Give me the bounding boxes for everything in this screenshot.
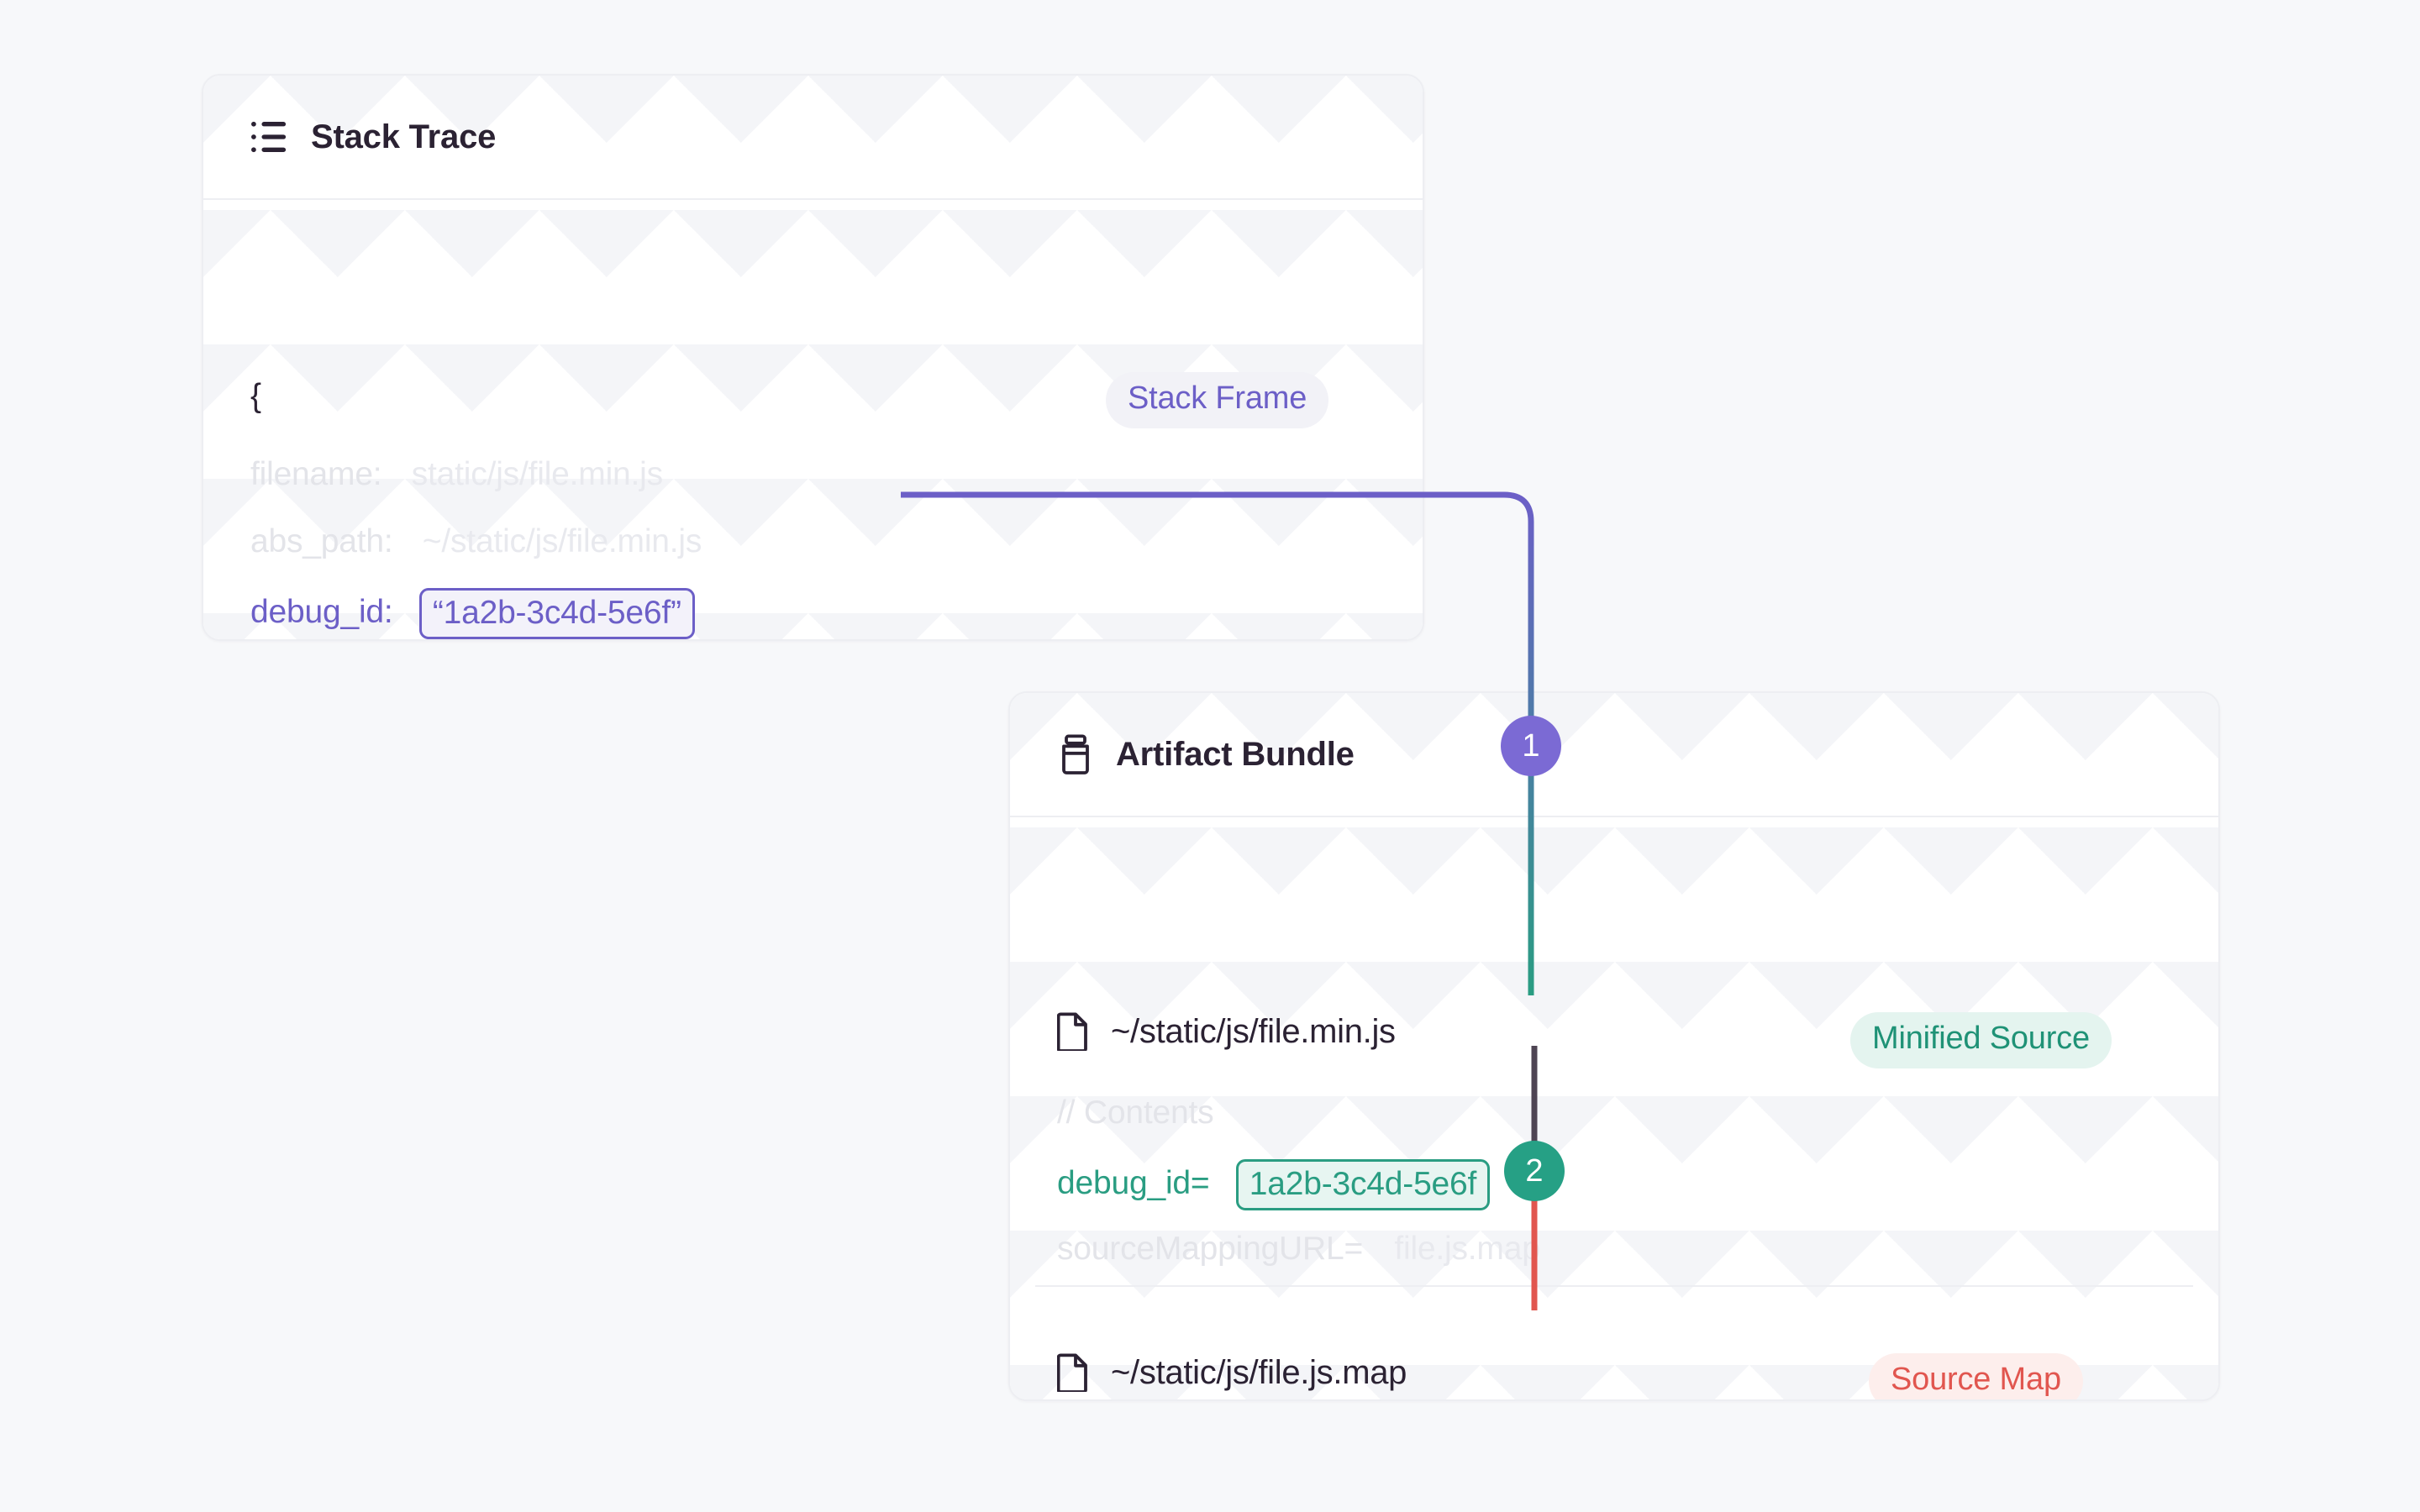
min-js-sourcemappingurl-key: sourceMappingURL= [1057, 1231, 1364, 1267]
stack-field-abs-path-value: ~/static/js/file.min.js [422, 523, 702, 559]
artifact-bundle-header: Artifact Bundle [1010, 693, 2218, 817]
file-icon [1057, 1012, 1089, 1051]
source-map-tag: Source Map [1869, 1353, 2083, 1399]
file-row-js-map[interactable]: ~/static/js/file.js.map [1057, 1353, 1407, 1392]
stack-trace-header: Stack Trace [203, 76, 1423, 200]
stack-field-abs-path-key: abs_path: [250, 523, 393, 559]
file-icon [1057, 1353, 1089, 1392]
stack-field-abs-path: abs_path: ~/static/js/file.min.js [250, 523, 702, 560]
stack-field-debug-id: debug_id: “1a2b-3c4d-5e6f” [250, 588, 695, 639]
connector-badge-2[interactable]: 2 [1504, 1141, 1565, 1201]
min-js-debug-id-key: debug_id= [1057, 1164, 1210, 1201]
file-name-js-map: ~/static/js/file.js.map [1111, 1353, 1407, 1391]
file-name-min-js: ~/static/js/file.min.js [1111, 1012, 1396, 1050]
min-js-contents-comment: // Contents [1057, 1095, 1214, 1131]
file-row-min-js[interactable]: ~/static/js/file.min.js [1057, 1012, 1396, 1051]
stack-trace-title: Stack Trace [311, 118, 497, 155]
stack-field-filename: filename: static/js/file.min.js [250, 456, 663, 493]
connector-badge-1[interactable]: 1 [1501, 716, 1561, 776]
stack-field-filename-key: filename: [250, 456, 382, 492]
min-js-debug-id-value-chip[interactable]: 1a2b-3c4d-5e6f [1235, 1159, 1491, 1210]
min-js-debug-id-line: debug_id= 1a2b-3c4d-5e6f [1057, 1159, 1491, 1210]
file-list-divider [1035, 1285, 2193, 1287]
list-icon [250, 119, 289, 155]
archive-jar-icon [1057, 734, 1094, 774]
stack-field-filename-value: static/js/file.min.js [411, 456, 663, 492]
open-brace: { [250, 378, 261, 414]
min-js-sourcemappingurl-value: file.js.map [1394, 1231, 1540, 1267]
artifact-bundle-card: Artifact Bundle Minified Source ~/static… [1008, 691, 2220, 1401]
artifact-bundle-title: Artifact Bundle [1116, 735, 1355, 773]
min-js-sourcemappingurl-line: sourceMappingURL= file.js.map [1057, 1231, 1540, 1268]
stack-field-debug-id-key: debug_id: [250, 593, 393, 630]
stack-debug-id-value-chip[interactable]: “1a2b-3c4d-5e6f” [418, 588, 695, 639]
minified-source-tag: Minified Source [1850, 1012, 2112, 1068]
stack-trace-card: Stack Trace Stack Frame { filename: stat… [202, 74, 1424, 641]
min-js-contents-comment-text: // Contents [1057, 1095, 1214, 1131]
stack-frame-tag: Stack Frame [1106, 372, 1329, 428]
